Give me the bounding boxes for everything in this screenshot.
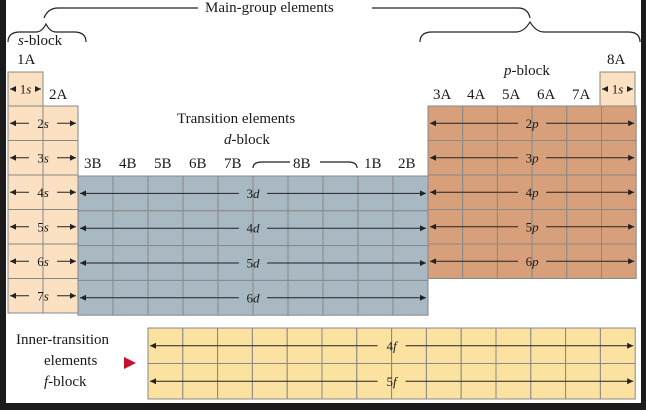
group-4A: 4A	[467, 87, 486, 103]
orbital-he-1s-label: 1s	[612, 82, 624, 97]
orbital-1s-arrowhead-left	[10, 86, 16, 92]
group-3B: 3B	[84, 156, 102, 172]
orbital-5p-label: 5p	[526, 219, 540, 234]
orbital-6p-arrowhead-right	[628, 258, 635, 265]
orbital-2s-arrowhead-left	[10, 120, 16, 127]
f-block-pointer-icon	[124, 357, 136, 369]
orbital-5s-arrowhead-right	[70, 223, 76, 230]
group-7A: 7A	[572, 87, 591, 103]
orbital-5f-arrowhead-left	[150, 378, 156, 385]
orbital-6s-arrowhead-right	[70, 258, 76, 265]
orbital-5f-arrowhead-right	[627, 378, 634, 385]
group-8B: 8B	[293, 156, 311, 172]
orbital-6d-arrowhead-right	[420, 294, 426, 301]
orbital-5f-label: 5f	[387, 374, 400, 389]
f-block-suffix: -block	[48, 374, 87, 390]
main-group-brace-left	[43, 7, 198, 19]
orbital-1s-label: 1s	[20, 82, 32, 97]
group-2B: 2B	[398, 156, 416, 172]
8b-brace-left	[252, 161, 290, 169]
orbital-4f-arrowhead-left	[150, 342, 156, 349]
orbital-3s-arrowhead-right	[70, 154, 76, 161]
group-6B: 6B	[189, 156, 207, 172]
s-block-suffix: -block	[23, 33, 63, 49]
orbital-4f-label: 4f	[387, 338, 400, 353]
orbital-3d-arrowhead-left	[80, 190, 86, 197]
f-block-letter: f	[44, 374, 49, 390]
orbital-5p-arrowhead-left	[430, 223, 436, 230]
p-block-brace	[419, 20, 641, 43]
8b-brace-right	[320, 161, 358, 169]
orbital-5d-arrowhead-left	[80, 260, 86, 266]
orbital-6d-arrowhead-left	[80, 294, 86, 301]
p-block-suffix: -block	[511, 63, 550, 79]
transition-title: Transition elements	[177, 111, 296, 127]
orbital-6p-arrowhead-left	[430, 258, 436, 265]
group-7B: 7B	[224, 156, 242, 172]
orbital-3p-label: 3p	[526, 150, 540, 165]
orbital-2s-arrowhead-right	[70, 120, 76, 127]
orbital-4d-arrowhead-left	[80, 225, 86, 232]
orbital-6p-label: 6p	[526, 254, 540, 269]
orbital-6d-label: 6d	[247, 290, 261, 305]
orbital-4s-label: 4s	[37, 185, 49, 200]
orbital-6s-label: 6s	[37, 254, 49, 269]
s-block-letter: s	[18, 33, 24, 49]
orbital-3s-label: 3s	[37, 150, 49, 165]
s-block-brace	[7, 22, 87, 43]
orbital-2p-arrowhead-right	[628, 120, 635, 127]
d-block-title: d-block	[224, 132, 270, 149]
group-4B: 4B	[119, 156, 137, 172]
orbital-7s-arrowhead-left	[10, 292, 16, 299]
orbital-4s-arrowhead-right	[70, 189, 76, 196]
orbital-5p-arrowhead-right	[628, 223, 635, 230]
group-5B: 5B	[154, 156, 172, 172]
orbital-5d-arrowhead-right	[420, 260, 426, 266]
group-6A: 6A	[537, 87, 556, 103]
p-block-letter: p	[504, 63, 512, 79]
orbital-7s-arrowhead-right	[70, 292, 76, 299]
orbital-4p-label: 4p	[526, 185, 540, 200]
orbital-he-1s-arrowhead-left	[602, 86, 608, 92]
orbital-1s-arrowhead-right	[35, 86, 41, 92]
orbital-7s-label: 7s	[37, 288, 49, 303]
group-2A: 2A	[49, 87, 68, 103]
main-group-title: Main-group elements	[205, 0, 334, 16]
orbital-2s-label: 2s	[37, 116, 49, 131]
orbital-4d-label: 4d	[247, 221, 261, 236]
orbital-5s-label: 5s	[37, 219, 49, 234]
orbital-2p-arrowhead-left	[430, 120, 436, 127]
orbital-3p-arrowhead-left	[430, 154, 436, 161]
group-5A: 5A	[502, 87, 521, 103]
s-block-title: s-block	[18, 33, 62, 50]
group-3A: 3A	[433, 87, 452, 103]
elements-label: elements	[44, 353, 98, 369]
orbital-3p-arrowhead-right	[628, 154, 635, 161]
orbital-3d-label: 3d	[247, 186, 261, 201]
orbital-he-1s-arrowhead-right	[627, 86, 633, 92]
orbital-2p-label: 2p	[526, 116, 540, 131]
orbital-4f-arrowhead-right	[627, 342, 634, 349]
inner-transition-label: Inner-transition	[16, 332, 110, 348]
d-block-letter: d	[224, 132, 232, 148]
f-block-title: f-block	[44, 374, 87, 391]
orbital-4p-arrowhead-right	[628, 189, 635, 196]
group-1B: 1B	[364, 156, 382, 172]
orbital-3s-arrowhead-left	[10, 154, 16, 161]
orbital-4p-arrowhead-left	[430, 189, 436, 196]
group-8A: 8A	[607, 52, 626, 68]
main-group-brace-right	[372, 7, 531, 19]
orbital-4d-arrowhead-right	[420, 225, 426, 232]
orbital-3d-arrowhead-right	[420, 190, 426, 197]
orbital-5s-arrowhead-left	[10, 223, 16, 230]
group-1A: 1A	[17, 52, 36, 68]
orbital-6s-arrowhead-left	[10, 258, 16, 265]
p-block-title: p-block	[504, 63, 550, 80]
d-block-suffix: -block	[231, 132, 270, 148]
orbital-4s-arrowhead-left	[10, 189, 16, 196]
orbital-5d-label: 5d	[247, 256, 261, 271]
